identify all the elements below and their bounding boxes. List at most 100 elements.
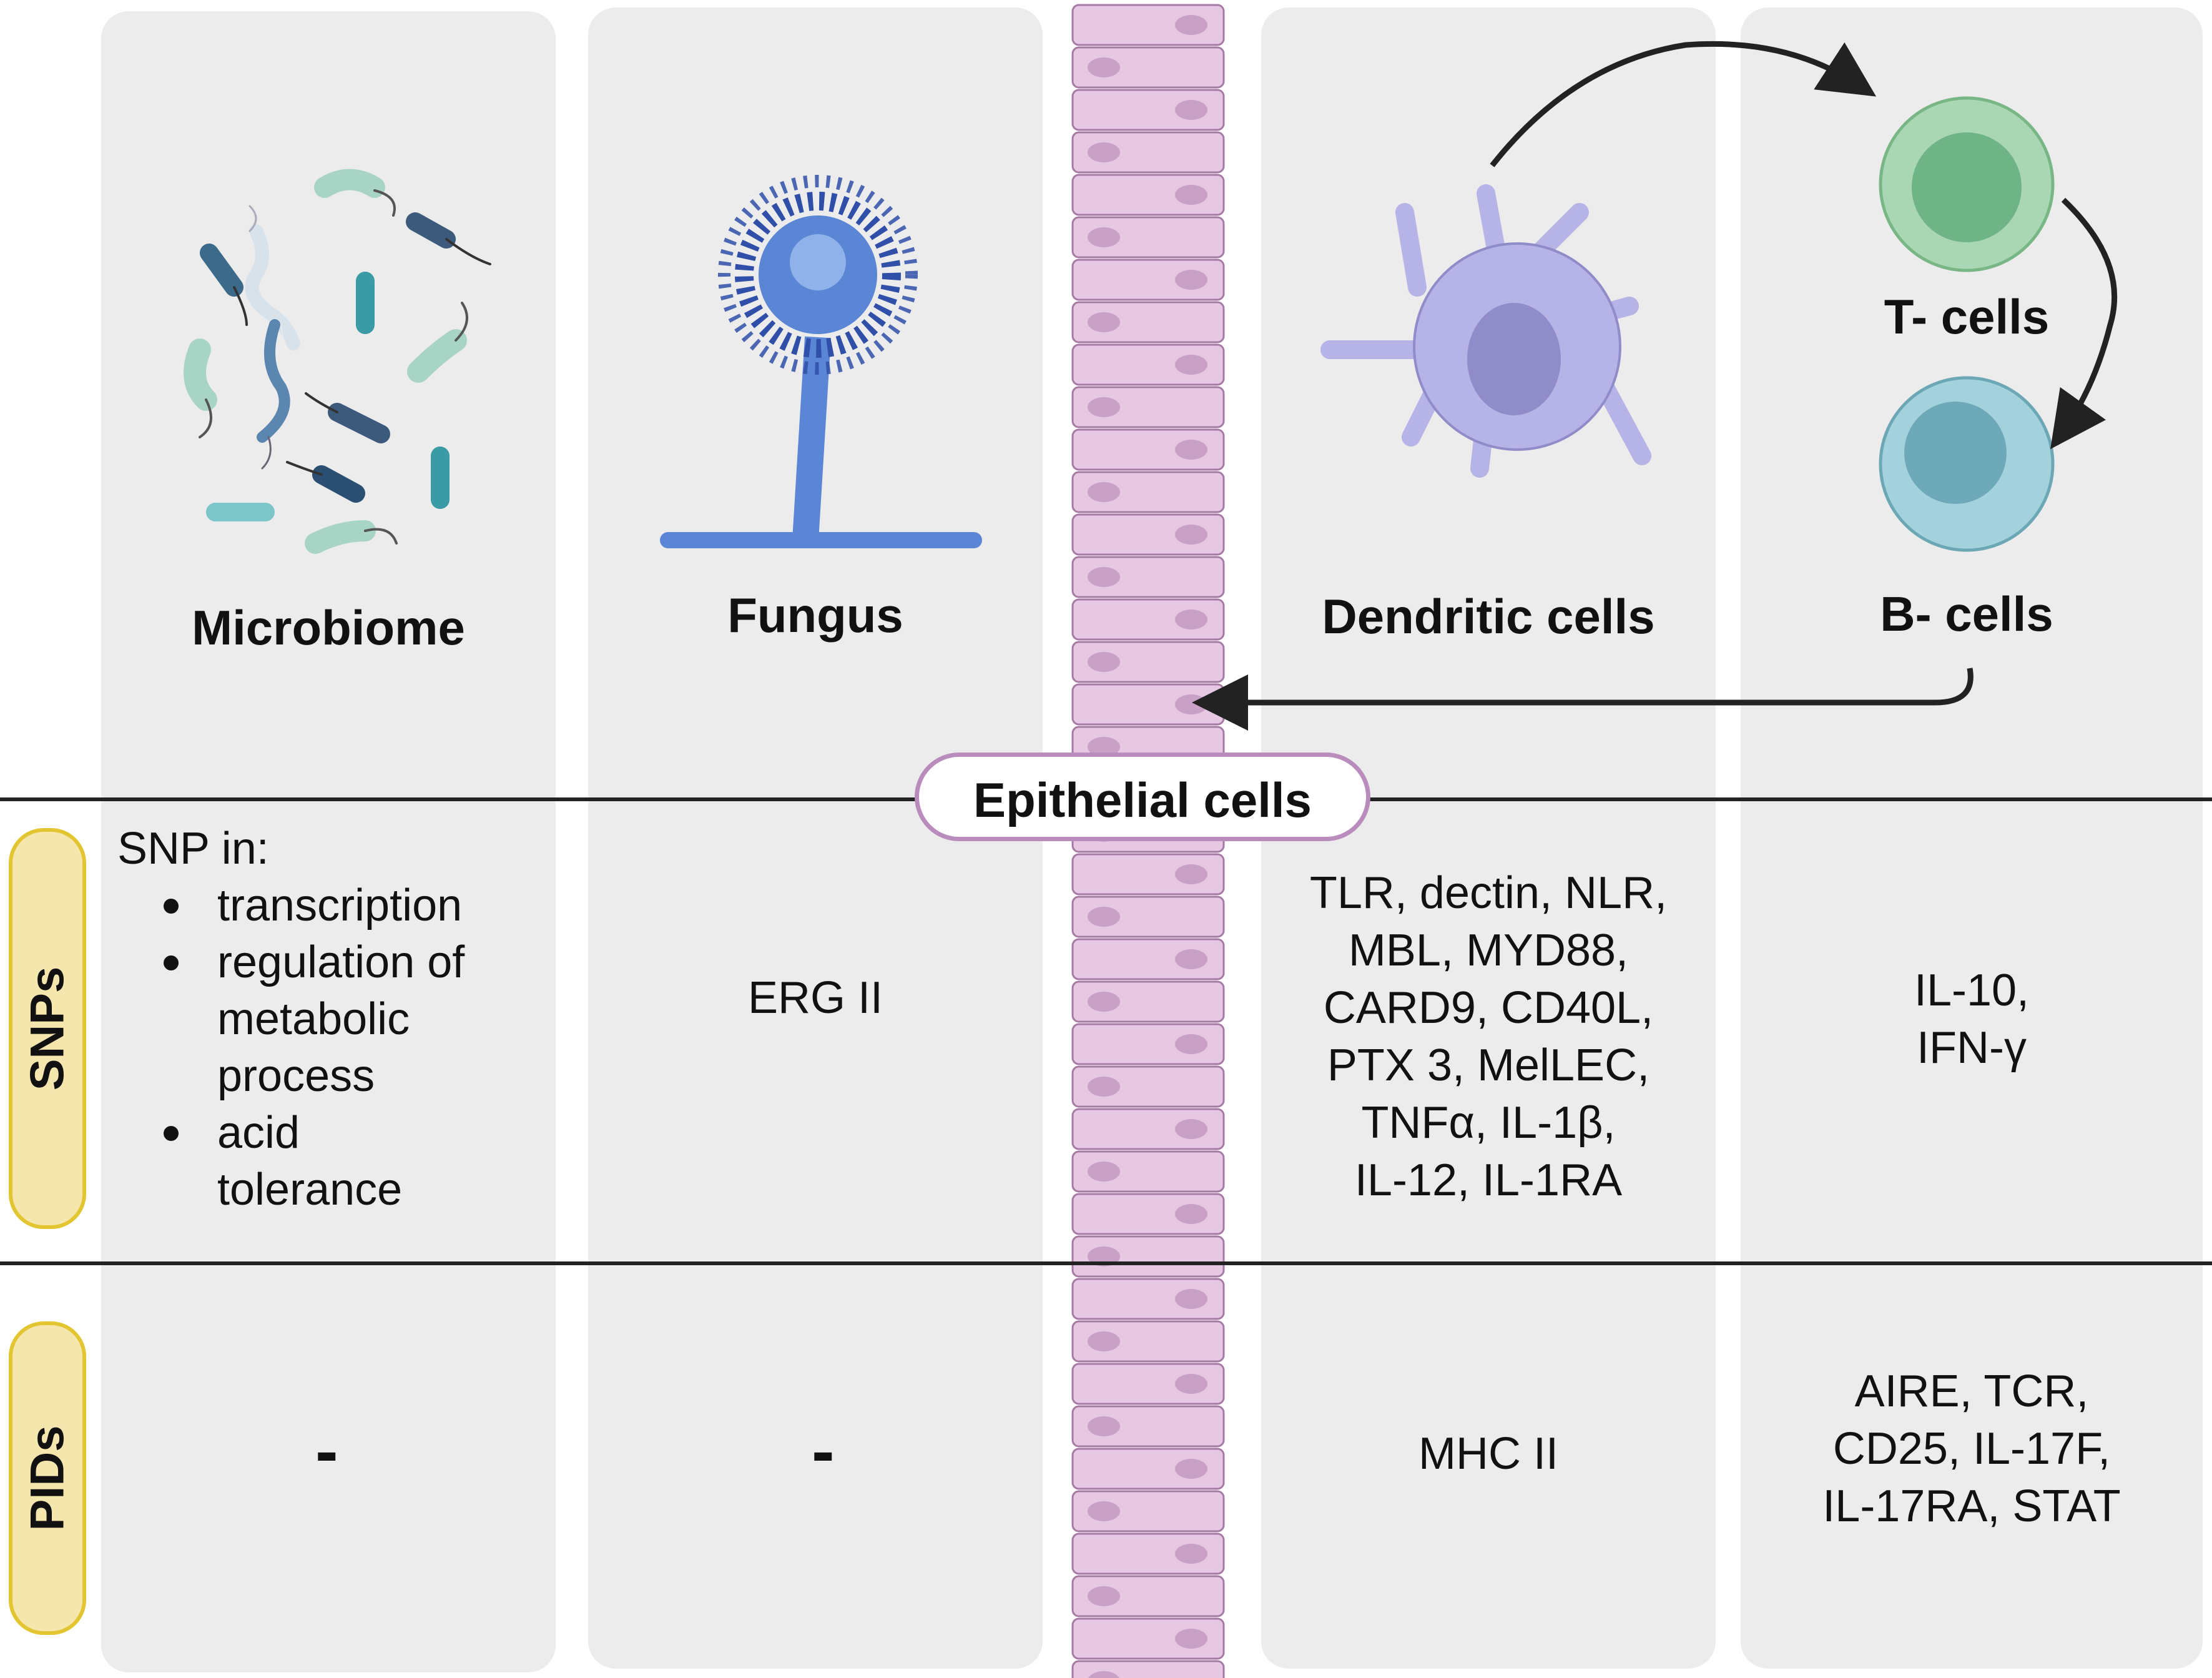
- epithelial-cell: [1071, 938, 1225, 980]
- fungus-icon: [660, 175, 982, 548]
- epithelial-nucleus: [1175, 694, 1207, 714]
- epithelial-nucleus: [1088, 1331, 1120, 1351]
- epithelial-nucleus: [1088, 1586, 1120, 1606]
- pids-tb-cells: AIRE, TCR, CD25, IL-17F, IL-17RA, STAT: [1822, 1366, 2121, 1531]
- epithelial-nucleus: [1088, 992, 1120, 1012]
- epithelial-nucleus: [1175, 1119, 1207, 1139]
- epithelial-nucleus: [1088, 397, 1120, 417]
- epithelial-cell: [1071, 1405, 1225, 1448]
- snps-microbiome-intro: SNP in:: [117, 824, 269, 874]
- title-b-cells: B- cells: [1880, 586, 2053, 641]
- epithelial-cell: [1071, 1150, 1225, 1193]
- epithelial-cell: [1071, 1617, 1225, 1660]
- epithelial-cell: [1071, 1320, 1225, 1363]
- title-fungus: Fungus: [727, 588, 903, 643]
- epithelial-nucleus: [1088, 1501, 1120, 1521]
- row-label-snps-text: SNPs: [21, 966, 74, 1091]
- snps-microbiome-item: acid tolerance: [164, 1105, 430, 1218]
- epithelial-nucleus: [1175, 355, 1207, 375]
- epithelial-cell: [1071, 343, 1225, 386]
- epithelial-cell: [1071, 513, 1225, 556]
- epithelial-cell: [1071, 4, 1225, 46]
- epithelial-cell: [1071, 853, 1225, 896]
- epithelial-nucleus: [1175, 1034, 1207, 1054]
- epithelial-cell: [1071, 471, 1225, 513]
- epithelial-nucleus: [1088, 1416, 1120, 1436]
- divider-bottom: [0, 1261, 2212, 1265]
- epithelial-cell: [1071, 980, 1225, 1023]
- epithelial-cell: [1071, 1532, 1225, 1575]
- epithelial-nucleus: [1175, 270, 1207, 290]
- epithelial-cell: [1071, 428, 1225, 471]
- epithelial-nucleus: [1175, 1289, 1207, 1309]
- epithelial-cell: [1071, 641, 1225, 683]
- snps-microbiome-item: transcription: [164, 877, 554, 934]
- epithelial-cell: [1071, 131, 1225, 174]
- epithelial-cell: [1071, 1065, 1225, 1108]
- epithelial-cell: [1071, 174, 1225, 216]
- epithelial-nucleus: [1175, 185, 1207, 205]
- row-label-pids-text: PIDs: [21, 1425, 74, 1531]
- epithelial-cell: [1071, 1575, 1225, 1617]
- epithelial-cell: [1071, 1193, 1225, 1235]
- b-cell-icon: [1879, 376, 2055, 552]
- epithelial-cell: [1071, 386, 1225, 428]
- epithelial-nucleus: [1175, 610, 1207, 629]
- epithelial-nucleus: [1088, 907, 1120, 927]
- epithelial-nucleus: [1088, 1162, 1120, 1182]
- epithelial-cell: [1071, 1448, 1225, 1490]
- row-label-snps: SNPs: [9, 828, 86, 1229]
- epithelial-cell: [1071, 1278, 1225, 1320]
- epithelial-nucleus: [1175, 440, 1207, 460]
- epithelial-cell: [1071, 1023, 1225, 1065]
- epithelial-nucleus: [1088, 57, 1120, 77]
- epithelial-nucleus: [1088, 142, 1120, 162]
- epithelial-cell: [1071, 46, 1225, 89]
- epithelial-nucleus: [1088, 1671, 1119, 1678]
- snps-microbiome: SNP in: transcription regulation of meta…: [117, 821, 554, 1218]
- title-t-cells: T- cells: [1884, 289, 2050, 344]
- epithelial-cells-text: Epithelial cells: [973, 772, 1312, 827]
- bcell-to-epithelium-arrow: [1192, 668, 1974, 731]
- epithelial-nucleus: [1175, 525, 1207, 545]
- column-microbiome: [101, 11, 556, 1672]
- epithelial-nucleus: [1175, 1374, 1207, 1394]
- epithelial-nucleus: [1175, 100, 1207, 120]
- epithelium-icon: [1071, 4, 1225, 1678]
- epithelial-nucleus: [1175, 1544, 1207, 1564]
- epithelial-cell: [1071, 259, 1225, 301]
- pids-dendritic: MHC II: [1418, 1429, 1558, 1479]
- snps-fungus: ERG II: [747, 973, 883, 1023]
- pids-fungus: -: [812, 1413, 835, 1489]
- divider-top-right: [1367, 797, 2212, 801]
- epithelial-cell: [1071, 89, 1225, 131]
- epithelial-cell: [1071, 556, 1225, 598]
- bacteria-icon: [184, 169, 491, 554]
- epithelial-nucleus: [1175, 1204, 1207, 1224]
- epithelial-nucleus: [1175, 949, 1207, 969]
- epithelial-cell: [1071, 896, 1225, 938]
- row-label-pids: PIDs: [9, 1321, 86, 1635]
- pids-microbiome: -: [315, 1413, 338, 1489]
- title-dendritic: Dendritic cells: [1322, 589, 1655, 644]
- epithelial-nucleus: [1088, 737, 1120, 757]
- snps-dendritic: TLR, dectin, NLR, MBL, MYD88, CARD9, CD4…: [1309, 868, 1668, 1205]
- epithelial-cell: [1071, 598, 1225, 641]
- epithelial-cell: [1071, 1108, 1225, 1150]
- epithelial-nucleus: [1175, 15, 1207, 35]
- dc-to-tcell-arrow: [1490, 41, 1877, 167]
- epithelial-nucleus: [1175, 1629, 1207, 1649]
- epithelial-nucleus: [1088, 652, 1120, 672]
- epithelial-cell: [1071, 1490, 1225, 1532]
- column-tb-cells: [1741, 7, 2203, 1669]
- title-microbiome: Microbiome: [192, 600, 465, 655]
- epithelial-nucleus: [1088, 227, 1120, 247]
- epithelial-nucleus: [1088, 567, 1120, 587]
- t-cell-icon: [1879, 96, 2055, 272]
- epithelial-cell: [1071, 301, 1225, 343]
- epithelial-cell: [1071, 1363, 1225, 1405]
- dendritic-cell-icon: [1320, 184, 1651, 478]
- snps-tb-cells: IL-10, IFN-γ: [1914, 965, 2030, 1073]
- epithelial-cell: [1071, 1235, 1225, 1278]
